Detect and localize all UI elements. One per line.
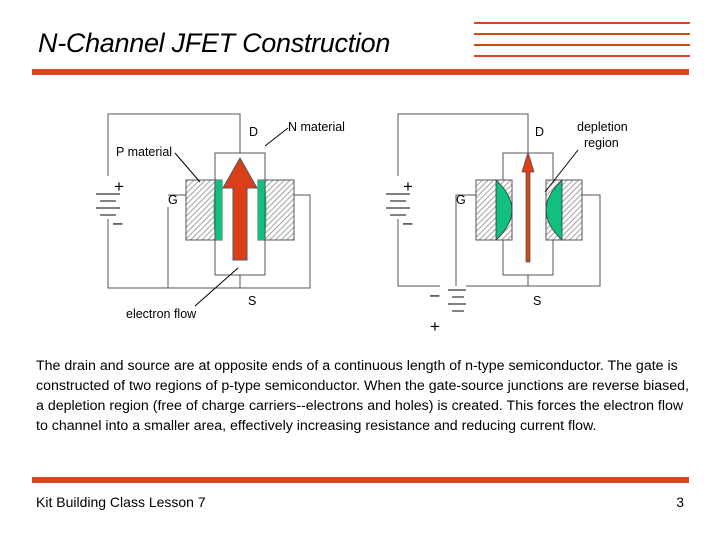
battery-minus-sign: – <box>430 285 440 304</box>
battery-plus-sign: + <box>403 177 413 196</box>
gate-label: G <box>456 193 466 207</box>
gate-right-wire <box>240 194 311 289</box>
drain-label: D <box>249 125 258 139</box>
gate-left-wire <box>455 194 476 286</box>
electron-flow-arrow <box>521 150 535 263</box>
source-wire <box>107 219 241 289</box>
n-material-pointer <box>264 127 289 147</box>
decorative-stripe <box>474 33 690 35</box>
depletion-region-right <box>545 179 563 241</box>
footer-rule <box>32 477 689 483</box>
drain-wire <box>397 113 529 176</box>
description-paragraph: The drain and source are at opposite end… <box>36 358 689 434</box>
drain-wire <box>107 113 241 176</box>
depletion-region-left <box>495 179 513 241</box>
gate-label: G <box>168 193 178 207</box>
depletion-layer-right <box>258 180 267 240</box>
slide-title: N-Channel JFET Construction <box>38 28 391 58</box>
p-material-pointer <box>174 152 201 183</box>
depletion-layer-left <box>213 180 222 240</box>
decorative-stripe <box>474 44 690 46</box>
p-material-label: P material <box>116 145 172 159</box>
right-source-battery: – + <box>430 285 466 336</box>
source-wire <box>466 194 601 287</box>
gate-source-wire <box>397 219 440 287</box>
electron-flow-label: electron flow <box>126 307 197 321</box>
page-number: 3 <box>676 494 684 510</box>
n-material-label: N material <box>288 120 345 134</box>
battery-plus-sign: + <box>114 177 124 196</box>
left-battery: + – <box>96 177 124 232</box>
source-label: S <box>248 294 256 308</box>
depletion-region-label-line2: region <box>584 136 619 150</box>
source-label: S <box>533 294 541 308</box>
decorative-stripe <box>474 22 690 24</box>
decorative-stripe <box>474 55 690 57</box>
drain-label: D <box>535 125 544 139</box>
right-jfet-diagram: + – – + depletion region D G S <box>386 113 628 336</box>
left-jfet-diagram: + – P material N material D G S electron… <box>96 113 345 321</box>
battery-plus-sign: + <box>430 317 440 336</box>
electron-flow-pointer <box>194 267 239 307</box>
battery-minus-sign: – <box>113 213 123 232</box>
right-gate-battery: + – <box>386 177 413 232</box>
jfet-diagrams: + – P material N material D G S electron… <box>96 113 628 336</box>
electron-flow-arrow <box>222 156 258 261</box>
depletion-region-pointer <box>544 149 579 193</box>
depletion-region-label-line1: depletion <box>577 120 628 134</box>
footer-lesson-label: Kit Building Class Lesson 7 <box>36 494 206 510</box>
battery-minus-sign: – <box>403 213 413 232</box>
title-underline <box>32 69 689 75</box>
